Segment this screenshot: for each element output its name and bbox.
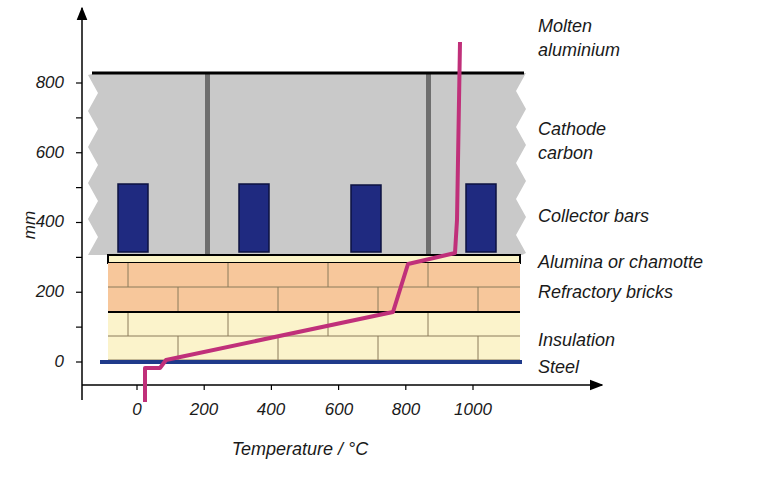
- brick-course: [108, 287, 520, 288]
- insulation-layer: [108, 312, 520, 360]
- brick-joint: [428, 263, 429, 287]
- x-tick-label: 200: [190, 399, 218, 422]
- x-tick: [472, 385, 473, 390]
- brick-joint: [478, 287, 479, 312]
- brick-joint: [228, 263, 229, 287]
- collector-bar: [466, 184, 496, 252]
- y-tick-label: 400: [36, 211, 64, 234]
- x-axis: [82, 384, 602, 386]
- x-tick: [271, 385, 272, 390]
- y-tick: [76, 82, 82, 83]
- axis-ticks: [76, 83, 473, 390]
- layer-label: Refractory bricks: [538, 280, 673, 304]
- collector-bar: [351, 185, 381, 252]
- x-tick-label: 0: [132, 399, 141, 422]
- layer-label: Molten aluminium: [538, 14, 650, 63]
- brick-joint: [128, 263, 129, 287]
- layer-label: Cathode carbon: [538, 117, 650, 166]
- refractory-layer: [108, 263, 520, 312]
- layer-label: Steel: [538, 355, 579, 379]
- layer-label: Insulation: [538, 328, 615, 352]
- brick-joint: [378, 287, 379, 312]
- layer-boundary: [108, 311, 520, 313]
- y-tick: [76, 187, 82, 188]
- brick-joint: [478, 336, 479, 360]
- y-tick-label: 200: [36, 281, 64, 304]
- y-tick-label: 600: [36, 142, 64, 165]
- y-tick-label: 0: [55, 351, 64, 374]
- y-tick: [76, 152, 82, 153]
- x-tick: [338, 385, 339, 390]
- brick-joint: [278, 287, 279, 312]
- brick-joint: [128, 312, 129, 336]
- ramming-joint: [205, 73, 210, 255]
- collector-bar: [239, 184, 269, 252]
- collector-bar: [118, 184, 148, 252]
- alumina-layer: [108, 255, 520, 263]
- brick-joint: [178, 287, 179, 312]
- y-tick: [76, 361, 82, 362]
- x-tick: [136, 385, 137, 390]
- brick-joint: [328, 263, 329, 287]
- layer-label: Collector bars: [538, 204, 649, 228]
- x-tick: [405, 385, 406, 390]
- x-tick: [204, 385, 205, 390]
- y-tick: [76, 257, 82, 258]
- brick-course: [108, 336, 520, 337]
- y-axis: [81, 8, 83, 400]
- axes: [76, 8, 602, 400]
- x-tick-label: 400: [257, 399, 285, 422]
- x-tick-label: 1000: [454, 399, 492, 422]
- y-tick: [76, 327, 82, 328]
- layer-label: Alumina or chamotte: [538, 250, 703, 274]
- y-tick-label: 800: [36, 72, 64, 95]
- y-axis-title: mm: [19, 211, 42, 239]
- x-tick-label: 800: [392, 399, 420, 422]
- ramming-joint: [426, 73, 431, 255]
- x-tick-label: 600: [325, 399, 353, 422]
- brick-joint: [228, 312, 229, 336]
- brick-joints: [108, 263, 520, 360]
- brick-joint: [378, 336, 379, 360]
- brick-joint: [278, 336, 279, 360]
- y-tick: [76, 117, 82, 118]
- temperature-profile: [145, 42, 460, 402]
- brick-joint: [428, 312, 429, 336]
- y-tick: [76, 292, 82, 293]
- y-tick: [76, 222, 82, 223]
- brick-course: [108, 312, 520, 313]
- x-axis-title: Temperature / °C: [232, 437, 369, 461]
